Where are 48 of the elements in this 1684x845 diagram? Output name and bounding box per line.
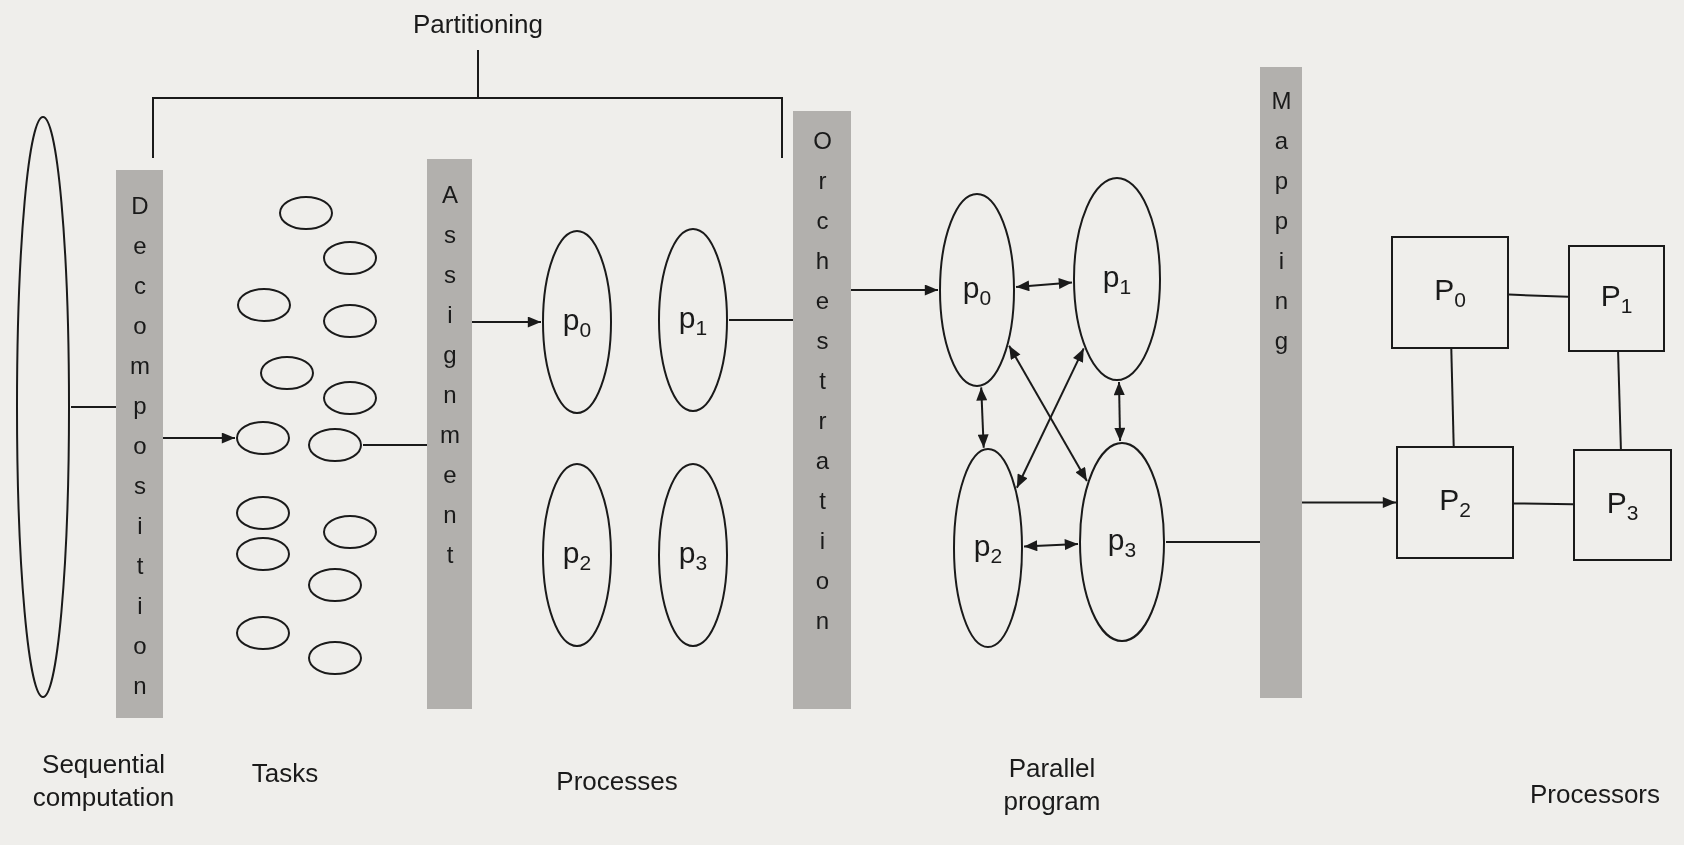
stage-band: [116, 170, 163, 718]
arrow: [471, 316, 542, 328]
connector-line: [1165, 541, 1261, 543]
processor-label: P$_{0}$: [1434, 275, 1466, 310]
processor-box: [1573, 449, 1672, 561]
process-label: p$_{3}$: [1107, 524, 1137, 560]
stage-caption: Sequential computation: [31, 748, 176, 813]
arrow: [162, 432, 236, 444]
processor-label: P$_{2}$: [1439, 485, 1471, 520]
stage-caption: Tasks: [251, 757, 319, 790]
process-label: p$_{1}$: [1102, 261, 1132, 297]
arrow: [1301, 497, 1397, 508]
connector-line: [1508, 293, 1569, 298]
double-arrow: [1113, 380, 1126, 443]
stage-caption: Processors: [1530, 778, 1660, 811]
stage-label: Decomposition: [127, 192, 152, 712]
stage-band: [1260, 67, 1302, 698]
connector-line: [70, 406, 117, 408]
process-label: p$_{2}$: [973, 530, 1003, 566]
double-arrow: [1015, 347, 1085, 489]
process-label: p$_{0}$: [962, 272, 992, 308]
connector-line: [1513, 502, 1574, 506]
process-label: p$_{0}$: [562, 304, 592, 340]
processor-label: P$_{3}$: [1606, 487, 1639, 523]
stage-label: Assignment: [437, 181, 462, 581]
stage-label: Orchestration: [810, 127, 834, 647]
bracket-label: Partitioning: [412, 8, 544, 41]
stage-band: [427, 159, 472, 709]
stage-caption: Processes: [556, 765, 678, 798]
connector-line: [1450, 348, 1455, 447]
double-arrow: [1023, 539, 1079, 552]
double-arrow: [1008, 344, 1088, 482]
stage-band: [793, 111, 851, 709]
processor-box: [1396, 446, 1514, 559]
stage-label: Mapping: [1269, 87, 1293, 367]
processor-box: [1568, 245, 1665, 352]
processor-label: P$_{1}$: [1600, 281, 1633, 316]
connector-line: [362, 444, 428, 446]
process-label: p$_{2}$: [562, 537, 592, 573]
process-label: p$_{3}$: [678, 537, 708, 573]
double-arrow: [976, 386, 989, 449]
arrow: [850, 284, 939, 296]
processor-box: [1391, 236, 1509, 349]
double-arrow: [1015, 278, 1073, 292]
connector-line: [1617, 351, 1622, 450]
connector-line: [728, 319, 794, 321]
process-label: p$_{1}$: [678, 302, 708, 338]
stage-caption: Parallel program: [1002, 752, 1102, 817]
